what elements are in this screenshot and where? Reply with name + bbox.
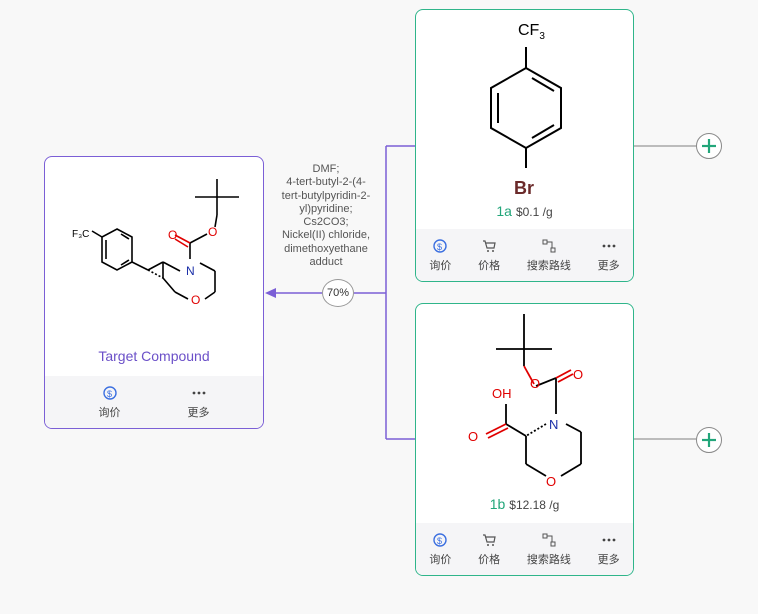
svg-text:CF3: CF3	[518, 22, 545, 42]
target-structure: F₃C N O O O	[72, 179, 239, 307]
svg-text:O: O	[168, 228, 177, 242]
reactant-1a-label: 1a$0.1 /g	[496, 203, 553, 219]
inquiry-button[interactable]: $ 询价	[429, 532, 451, 567]
more-button[interactable]: 更多	[598, 238, 620, 273]
route-icon	[541, 238, 557, 254]
route-icon	[541, 532, 557, 548]
dollar-circle-icon: $	[432, 238, 448, 254]
inquiry-button[interactable]: $ 询价	[99, 385, 121, 420]
reactant-1a-action-bar: $ 询价 价格 搜索路线 更多	[416, 229, 633, 281]
price-button[interactable]: 价格	[478, 532, 500, 567]
svg-text:$: $	[437, 536, 442, 546]
plus-icon	[702, 433, 716, 447]
dollar-circle-icon: $	[432, 532, 448, 548]
expand-reactant-1b-button[interactable]	[696, 427, 722, 453]
svg-text:O: O	[191, 293, 200, 307]
yield-badge: 70%	[322, 279, 354, 307]
reactant-1b-label: 1b$12.18 /g	[489, 496, 560, 512]
svg-text:O: O	[546, 474, 556, 489]
more-button[interactable]: 更多	[188, 385, 210, 420]
cart-icon	[481, 532, 497, 548]
search-route-button[interactable]: 搜索路线	[527, 532, 571, 567]
target-action-bar: $ 询价 更多	[45, 376, 263, 428]
reaction-conditions: DMF; 4-tert-butyl-2-(4- tert-butylpyridi…	[281, 163, 371, 269]
svg-text:OH: OH	[492, 386, 512, 401]
target-compound-label: Target Compound	[98, 348, 210, 364]
reactant-1b-action-bar: $ 询价 价格 搜索路线 更多	[416, 523, 633, 575]
svg-text:O: O	[530, 376, 540, 391]
reactant-1b-structure: OH O O O N O	[468, 314, 583, 489]
svg-text:$: $	[437, 242, 442, 252]
svg-text:Br: Br	[514, 178, 534, 198]
svg-text:O: O	[208, 225, 217, 239]
plus-icon	[702, 139, 716, 153]
price-button[interactable]: 价格	[478, 238, 500, 273]
ellipsis-icon	[601, 532, 617, 548]
svg-text:O: O	[573, 367, 583, 382]
cf3-label: F₃C	[72, 229, 89, 240]
reactant-1a-structure: CF3 Br	[490, 22, 562, 198]
svg-text:$: $	[107, 389, 112, 399]
inquiry-button[interactable]: $ 询价	[429, 238, 451, 273]
dollar-circle-icon: $	[102, 385, 118, 401]
more-button[interactable]: 更多	[598, 532, 620, 567]
target-compound-card[interactable]: F₃C N O O O Target Compound $ 询价 更多	[44, 156, 264, 429]
search-route-button[interactable]: 搜索路线	[527, 238, 571, 273]
expand-reactant-1a-button[interactable]	[696, 133, 722, 159]
cart-icon	[481, 238, 497, 254]
ellipsis-icon	[601, 238, 617, 254]
reactant-card-1a[interactable]: CF3 Br 1a$0.1 /g $ 询价 价格 搜索路线	[415, 9, 634, 282]
reactant-card-1b[interactable]: OH O O O N O 1b$12.18 /g $ 询价 价格 搜索路线	[415, 303, 634, 576]
svg-text:O: O	[468, 429, 478, 444]
svg-text:N: N	[549, 417, 558, 432]
svg-text:N: N	[186, 264, 195, 278]
ellipsis-icon	[191, 385, 207, 401]
